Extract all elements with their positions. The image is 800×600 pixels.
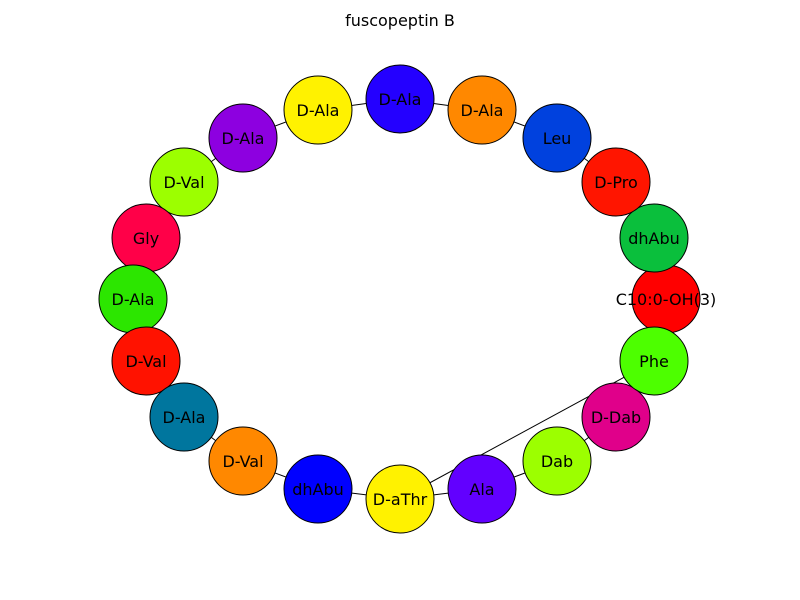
residue-node-n6: D-Ala — [365, 64, 435, 134]
residue-node-n9: D-Val — [149, 147, 219, 217]
residue-label: D-Pro — [594, 173, 637, 192]
residue-node-n16: D-aThr — [365, 464, 435, 534]
residue-node-n5: D-Ala — [447, 75, 517, 145]
residue-label: D-Dab — [591, 408, 641, 427]
residue-label: Gly — [133, 229, 159, 248]
residue-label: D-Ala — [112, 290, 155, 309]
residue-circle — [581, 147, 651, 217]
residue-node-n11: D-Ala — [98, 264, 168, 334]
residue-circle — [111, 326, 181, 396]
residue-circle — [619, 326, 689, 396]
residue-label: D-Val — [222, 452, 263, 471]
residue-circle — [447, 454, 517, 524]
residue-label: Phe — [639, 352, 669, 371]
residue-label: Ala — [469, 480, 494, 499]
residue-label: Dab — [541, 452, 573, 471]
residue-node-n17: Ala — [447, 454, 517, 524]
residue-circle — [522, 426, 592, 496]
residue-node-n12: D-Val — [111, 326, 181, 396]
edges-layer — [132, 98, 667, 500]
residue-circle — [522, 103, 592, 173]
residue-label: D-Val — [163, 173, 204, 192]
residue-node-n15: dhAbu — [283, 454, 353, 524]
residue-circle — [619, 203, 689, 273]
residue-label: C10:0-OH(3) — [616, 290, 717, 309]
residue-node-n4: Leu — [522, 103, 592, 173]
residue-label: D-Val — [125, 352, 166, 371]
residue-node-n19: D-Dab — [581, 382, 651, 452]
residue-circle — [149, 382, 219, 452]
residue-label: D-Ala — [297, 101, 340, 120]
residue-circle — [581, 382, 651, 452]
residue-label: dhAbu — [292, 480, 344, 499]
residue-label: D-Ala — [379, 90, 422, 109]
residue-node-n1: C10:0-OH(3) — [616, 264, 717, 334]
residue-node-n3: D-Pro — [581, 147, 651, 217]
residue-node-n14: D-Val — [208, 426, 278, 496]
residue-label: D-Ala — [163, 408, 206, 427]
residue-circle — [149, 147, 219, 217]
residue-circle — [283, 75, 353, 145]
residue-node-n7: D-Ala — [283, 75, 353, 145]
residue-label: Leu — [543, 129, 572, 148]
residue-circle — [365, 64, 435, 134]
residue-label: D-Ala — [222, 129, 265, 148]
nodes-layer: C10:0-OH(3)dhAbuD-ProLeuD-AlaD-AlaD-AlaD… — [98, 64, 717, 534]
residue-label: D-aThr — [373, 490, 428, 509]
residue-circle — [365, 464, 435, 534]
residue-label: dhAbu — [628, 229, 680, 248]
residue-node-n18: Dab — [522, 426, 592, 496]
residue-circle — [208, 103, 278, 173]
residue-node-n13: D-Ala — [149, 382, 219, 452]
residue-node-n8: D-Ala — [208, 103, 278, 173]
residue-node-n10: Gly — [111, 203, 181, 273]
residue-label: D-Ala — [461, 101, 504, 120]
diagram-title: fuscopeptin B — [345, 11, 455, 30]
residue-node-n2: dhAbu — [619, 203, 689, 273]
residue-circle — [283, 454, 353, 524]
residue-node-n20: Phe — [619, 326, 689, 396]
residue-circle — [208, 426, 278, 496]
residue-circle — [447, 75, 517, 145]
